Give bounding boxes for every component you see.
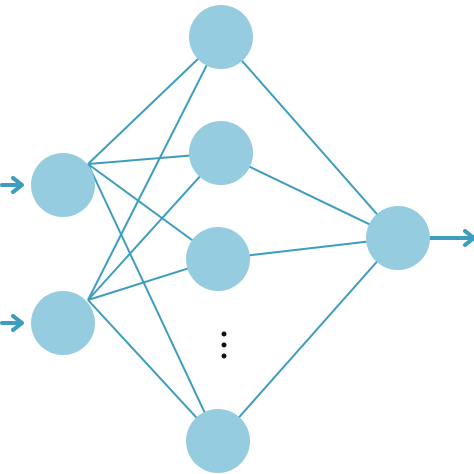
edge-input-node-1-to-hidden-node-n <box>87 163 207 416</box>
connection-lines <box>87 53 384 425</box>
edge-input-node-2-to-hidden-node-2 <box>87 173 203 301</box>
ellipsis-dot-3 <box>221 353 227 359</box>
input-arrow-2-head <box>11 314 24 332</box>
input-arrow-1-head <box>11 176 24 194</box>
hidden-node-n <box>186 409 250 473</box>
ellipsis-dot-2 <box>221 342 227 348</box>
edge-input-node-2-to-hidden-node-n <box>87 299 200 421</box>
output-arrow-head <box>463 229 474 247</box>
input-arrow-2 <box>0 314 24 332</box>
edge-input-node-1-to-hidden-node-1 <box>87 56 201 165</box>
input-node-1 <box>31 153 95 217</box>
hidden-node-2 <box>189 121 253 185</box>
edge-input-node-2-to-hidden-node-1 <box>87 62 209 301</box>
edge-hidden-node-n-to-output-node <box>232 254 384 425</box>
ellipsis-dot-1 <box>221 331 227 337</box>
hidden-layer-ellipsis <box>221 331 227 359</box>
output-arrow <box>428 229 474 247</box>
input-node-2 <box>31 291 95 355</box>
neuron-nodes <box>31 5 430 473</box>
input-arrow-1 <box>0 176 24 194</box>
signal-arrows <box>0 176 474 332</box>
edge-input-node-1-to-hidden-node-2 <box>87 154 193 165</box>
edge-input-node-1-to-hidden-node-3 <box>87 163 196 243</box>
hidden-node-1 <box>189 5 253 69</box>
edge-input-node-2-to-hidden-node-3 <box>87 266 191 301</box>
edge-hidden-node-2-to-output-node <box>240 161 379 230</box>
edge-hidden-node-3-to-output-node <box>240 239 376 258</box>
output-node <box>366 206 430 270</box>
edge-hidden-node-1-to-output-node <box>235 53 384 222</box>
hidden-node-3 <box>186 227 250 291</box>
